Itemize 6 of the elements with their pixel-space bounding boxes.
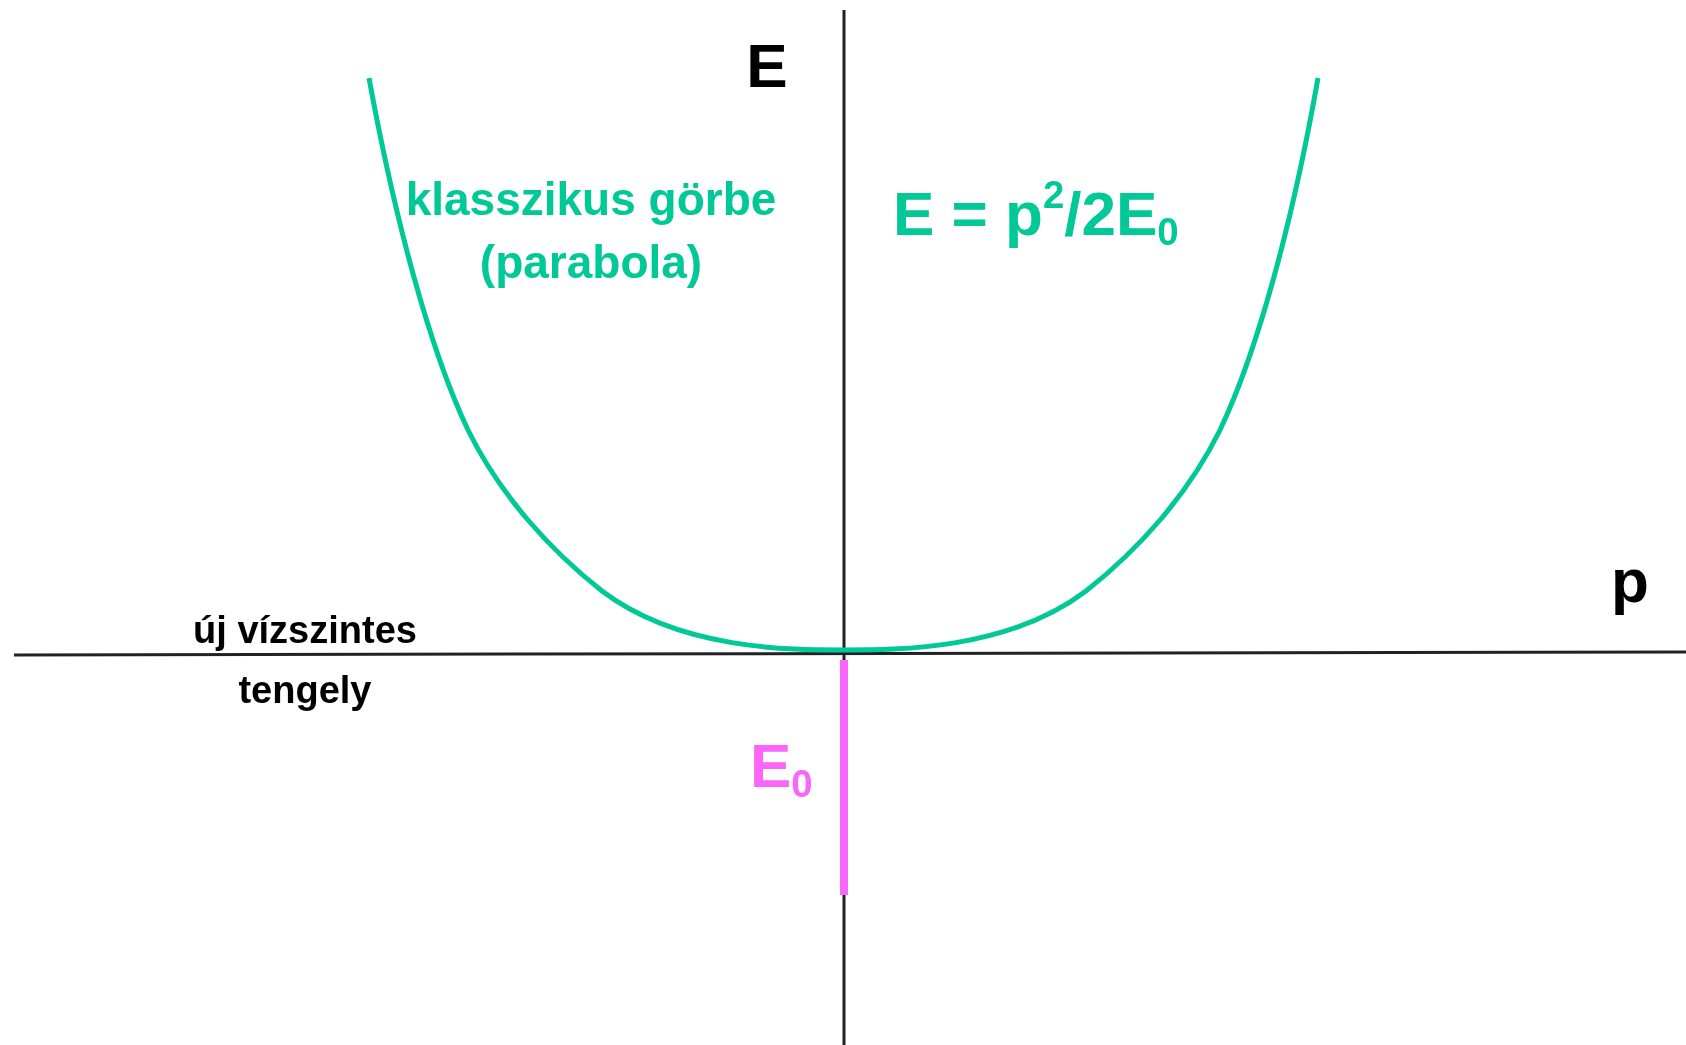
rest-energy-label: E$_{0}$ — [750, 730, 814, 802]
axis-label: E — [745, 30, 789, 102]
curve-label: klasszikus görbe (parabola) — [404, 172, 778, 290]
formula: E = p$^{2}$/2E$_{0}$ — [893, 178, 1180, 250]
axis-label: p — [1610, 545, 1650, 617]
axis-label: új vízszintes tengely — [192, 608, 418, 713]
